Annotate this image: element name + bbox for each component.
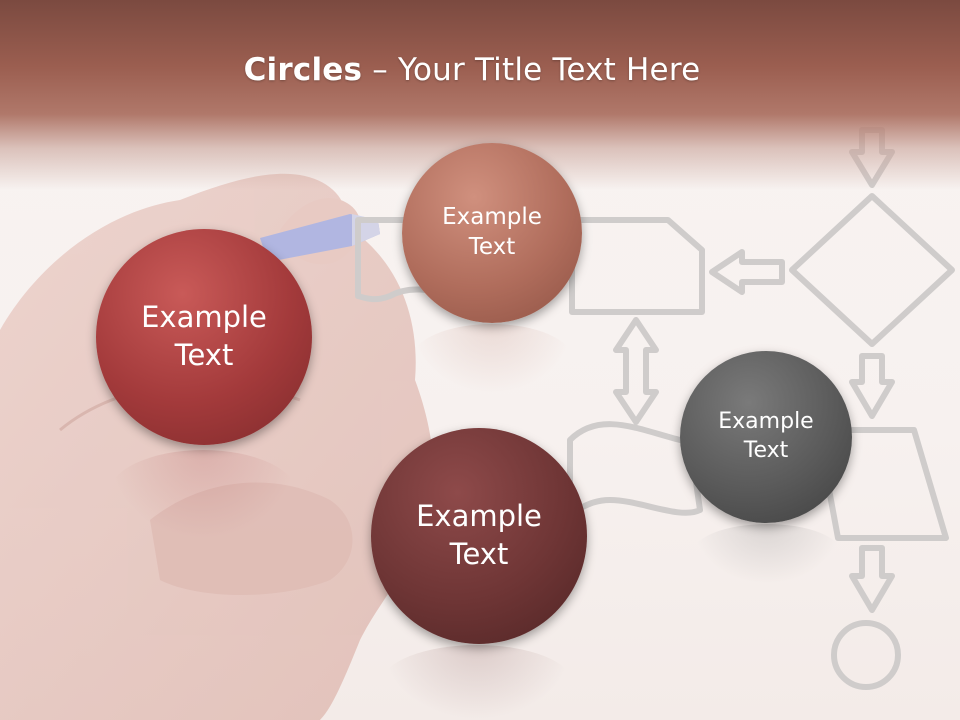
- circle-2-label: Example Text: [442, 204, 542, 260]
- title-bold: Circles: [243, 52, 363, 88]
- circle-1-reflection: [108, 450, 298, 540]
- title-rest: – Your Title Text Here: [372, 52, 701, 88]
- circle-4-label: Example Text: [718, 409, 814, 463]
- circle-3: Example Text: [371, 428, 587, 644]
- circle-2-reflection: [412, 324, 572, 394]
- page-title: Circles – Your Title Text Here: [0, 52, 944, 88]
- circle-3-label: Example Text: [416, 499, 542, 571]
- circle-4-reflection: [692, 524, 842, 584]
- circle-1: Example Text: [96, 229, 312, 445]
- circle-3-reflection: [382, 645, 572, 720]
- circle-1-label: Example Text: [141, 300, 267, 372]
- circle-4: Example Text: [680, 351, 852, 523]
- circle-2: Example Text: [402, 143, 582, 323]
